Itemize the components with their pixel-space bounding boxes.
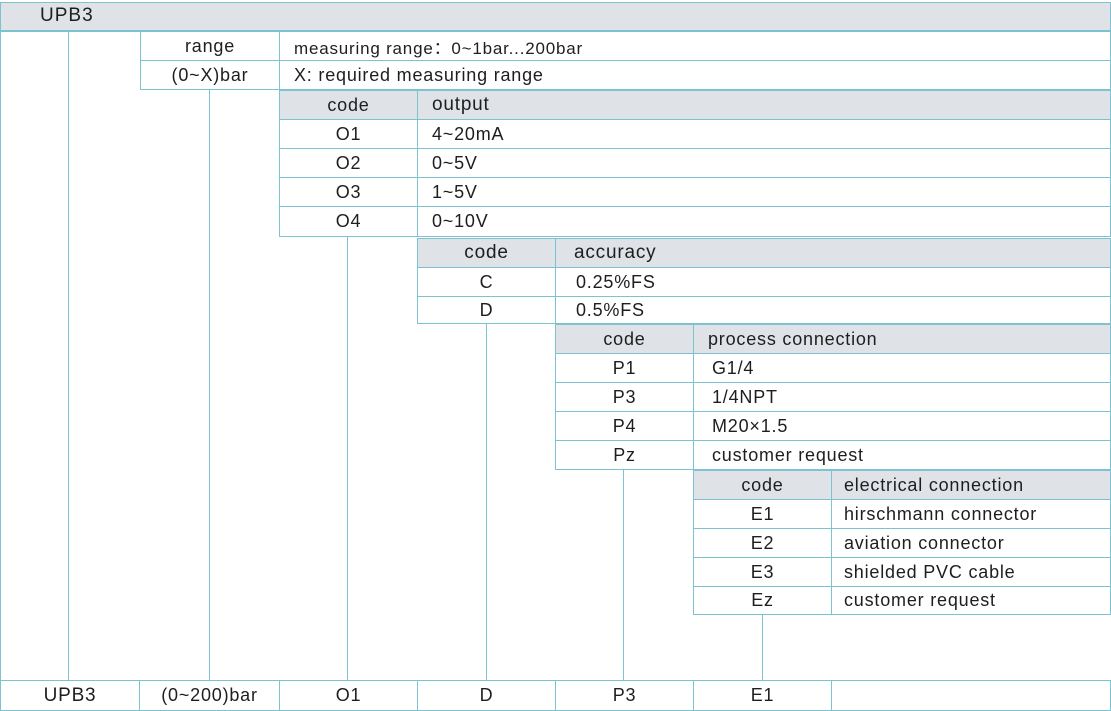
table-row: O4 (279, 206, 418, 237)
example-empty-cell (831, 680, 1111, 711)
table-row: E2 (693, 528, 832, 558)
example-accuracy: D (417, 680, 556, 711)
accuracy-connector-line (486, 324, 487, 680)
table-row: customer request (831, 586, 1111, 615)
table-row: M20×1.5 (693, 411, 1111, 441)
table-row: hirschmann connector (831, 499, 1111, 529)
electrical-value-header: electrical connection (831, 470, 1111, 500)
example-model: UPB3 (0, 680, 140, 711)
model-title: UPB3 (40, 5, 94, 26)
accuracy-code-header: code (417, 238, 556, 268)
table-row: 0~5V (417, 148, 1111, 178)
electrical-connector-line (762, 615, 763, 680)
table-row: 1~5V (417, 177, 1111, 207)
output-code-header: code (279, 90, 418, 120)
range-note: X: required measuring range (279, 60, 1111, 90)
table-row: 4~20mA (417, 119, 1111, 149)
table-row: P3 (555, 382, 694, 412)
table-row: aviation connector (831, 528, 1111, 558)
table-row: 0~10V (417, 206, 1111, 237)
example-electrical: E1 (693, 680, 832, 711)
process-code-header: code (555, 324, 694, 354)
table-row: shielded PVC cable (831, 557, 1111, 587)
table-row: O1 (279, 119, 418, 149)
process-value-header: process connection (693, 324, 1111, 354)
table-row: E3 (693, 557, 832, 587)
example-range: (0~200)bar (139, 680, 280, 711)
table-row: Pz (555, 440, 694, 470)
table-row: O2 (279, 148, 418, 178)
example-process: P3 (555, 680, 694, 711)
range-connector-line (209, 90, 210, 680)
table-row: 0.5%FS (555, 296, 1111, 324)
table-row: D (417, 296, 556, 324)
range-label: range (140, 31, 280, 61)
table-row: P4 (555, 411, 694, 441)
output-value-header: output (417, 90, 1111, 120)
electrical-code-header: code (693, 470, 832, 500)
left-border (0, 31, 1, 711)
output-connector-line (347, 237, 348, 680)
title-bar (0, 2, 1111, 31)
accuracy-value-header: accuracy (555, 238, 1111, 268)
range-description: measuring range：0~1bar...200bar (279, 31, 1111, 61)
table-row: O3 (279, 177, 418, 207)
table-row: customer request (693, 440, 1111, 470)
example-output: O1 (279, 680, 418, 711)
table-row: E1 (693, 499, 832, 529)
table-row: G1/4 (693, 353, 1111, 383)
top-row-line (0, 31, 140, 32)
range-unit-label: (0~X)bar (140, 60, 280, 90)
model-column-line (68, 31, 69, 680)
table-row: 1/4NPT (693, 382, 1111, 412)
table-row: P1 (555, 353, 694, 383)
table-row: C (417, 267, 556, 297)
table-row: Ez (693, 586, 832, 615)
table-row: 0.25%FS (555, 267, 1111, 297)
process-connector-line (623, 470, 624, 680)
